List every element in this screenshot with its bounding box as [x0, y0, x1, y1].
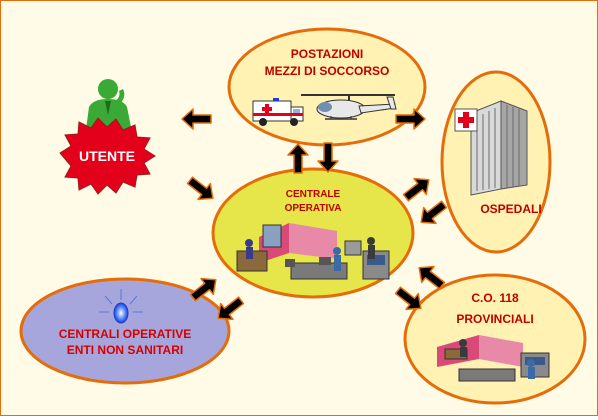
arrow-postazioni-to-centrale [317, 142, 339, 173]
arrow-postazioni-to-ospedali [395, 108, 426, 130]
arrow-centrale-to-ospedali [402, 177, 430, 202]
connector-arrows [181, 108, 448, 321]
arrow-centrale-to-co118 [394, 286, 422, 311]
utente-node: UTENTE [59, 79, 156, 195]
enti-title-line2: ENTI NON SANITARI [67, 343, 183, 357]
co118-title-line2: PROVINCIALI [456, 312, 533, 326]
ambulance-icon [252, 98, 304, 126]
control-room-icon [236, 223, 390, 280]
hospital-building-icon [454, 100, 528, 196]
arrow-utente-to-centrale [186, 176, 214, 201]
centrale-node: CENTRALE OPERATIVA [211, 167, 415, 299]
enti-title-line1: CENTRALI OPERATIVE [59, 327, 191, 341]
arrow-ospedali-to-centrale [420, 200, 448, 225]
helicopter-icon [301, 94, 397, 120]
enti-node: CENTRALI OPERATIVE ENTI NON SANITARI [19, 277, 231, 385]
arrow-enti-to-centrale [189, 277, 217, 302]
co118-node: C.O. 118 PROVINCIALI [403, 273, 587, 405]
postazioni-title-line1: POSTAZIONI [291, 47, 363, 61]
arrow-co118-to-centrale [418, 265, 446, 290]
beacon-icon [99, 289, 143, 324]
postazioni-node: POSTAZIONI MEZZI DI SOCCORSO [227, 27, 427, 147]
postazioni-title-line2: MEZZI DI SOCCORSO [265, 64, 390, 78]
centrale-title-line2: OPERATIVA [285, 203, 342, 214]
ospedali-node: OSPEDALI [440, 70, 552, 254]
arrow-centrale-to-postazioni [287, 143, 309, 174]
ospedali-label: OSPEDALI [480, 202, 541, 216]
arrow-postazioni-to-utente [181, 108, 212, 130]
control-room-icon [437, 335, 550, 382]
utente-starburst [59, 117, 156, 195]
utente-label: UTENTE [79, 148, 135, 164]
arrow-centrale-to-enti [217, 296, 245, 321]
co118-title-line1: C.O. 118 [471, 291, 519, 305]
centrale-title-line1: CENTRALE [286, 189, 341, 200]
